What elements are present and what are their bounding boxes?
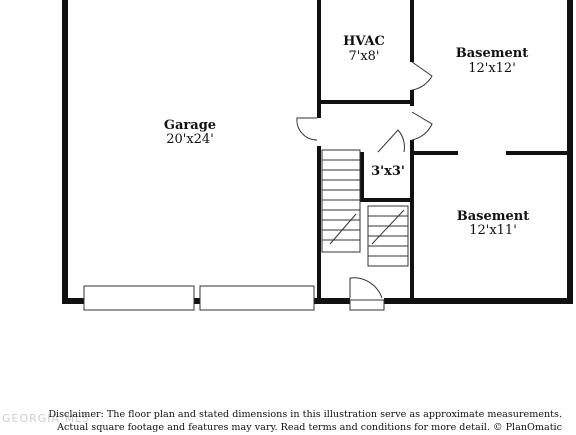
wall-bottom-mid <box>194 298 200 304</box>
wall-left <box>62 0 68 304</box>
wall-basement-divider-left <box>410 151 458 155</box>
garage-doors <box>83 285 315 311</box>
door-exterior-swing <box>349 277 383 299</box>
wall-garage-east-upper <box>317 0 321 118</box>
garage-dims: 20'x24' <box>166 132 214 147</box>
garage-label: Garage <box>164 118 216 133</box>
garage-door-left <box>83 285 195 311</box>
garage-door-right <box>199 285 315 311</box>
disclaimer-line-1: Disclaimer: The floor plan and stated di… <box>48 409 562 420</box>
wall-garage-east-lower <box>317 146 321 300</box>
door-closet-swing <box>377 129 405 153</box>
walls <box>62 0 573 304</box>
stair-break <box>329 213 357 245</box>
wall-bottom-right <box>384 298 573 304</box>
basement-top-label: Basement <box>456 46 528 61</box>
hvac-dims: 7'x8' <box>348 49 379 64</box>
doors <box>296 61 433 311</box>
closet-dims: 3'x3' <box>371 164 405 179</box>
wall-hvac-east-upper <box>410 0 414 62</box>
stair-break <box>371 209 405 245</box>
wall-bottom-left <box>62 298 84 304</box>
wall-closet-left <box>360 152 364 202</box>
wall-basement-divider-right <box>506 151 573 155</box>
watermark-logo: GEORGIA MLS <box>2 412 91 425</box>
wall-center-upper <box>410 140 414 158</box>
stairs <box>321 149 409 267</box>
wall-hvac-bottom <box>317 100 412 104</box>
stairs-upper-run <box>321 149 361 253</box>
hvac-label: HVAC <box>343 34 385 49</box>
basement-bottom-dims: 12'x11' <box>469 223 517 238</box>
door-hvac-swing <box>411 61 433 91</box>
door-garage-swing <box>296 117 318 141</box>
door-basement-swing <box>411 111 433 141</box>
disclaimer-line-2: Actual square footage and features may v… <box>57 422 562 433</box>
basement-top-dims: 12'x12' <box>468 61 516 76</box>
basement-bottom-label: Basement <box>457 209 529 224</box>
wall-bottom-right-garage <box>314 298 350 304</box>
wall-closet-bottom <box>360 198 414 202</box>
door-exterior-panel <box>349 299 385 311</box>
wall-center-lower <box>410 154 414 300</box>
wall-hvac-east-lower <box>410 90 414 106</box>
